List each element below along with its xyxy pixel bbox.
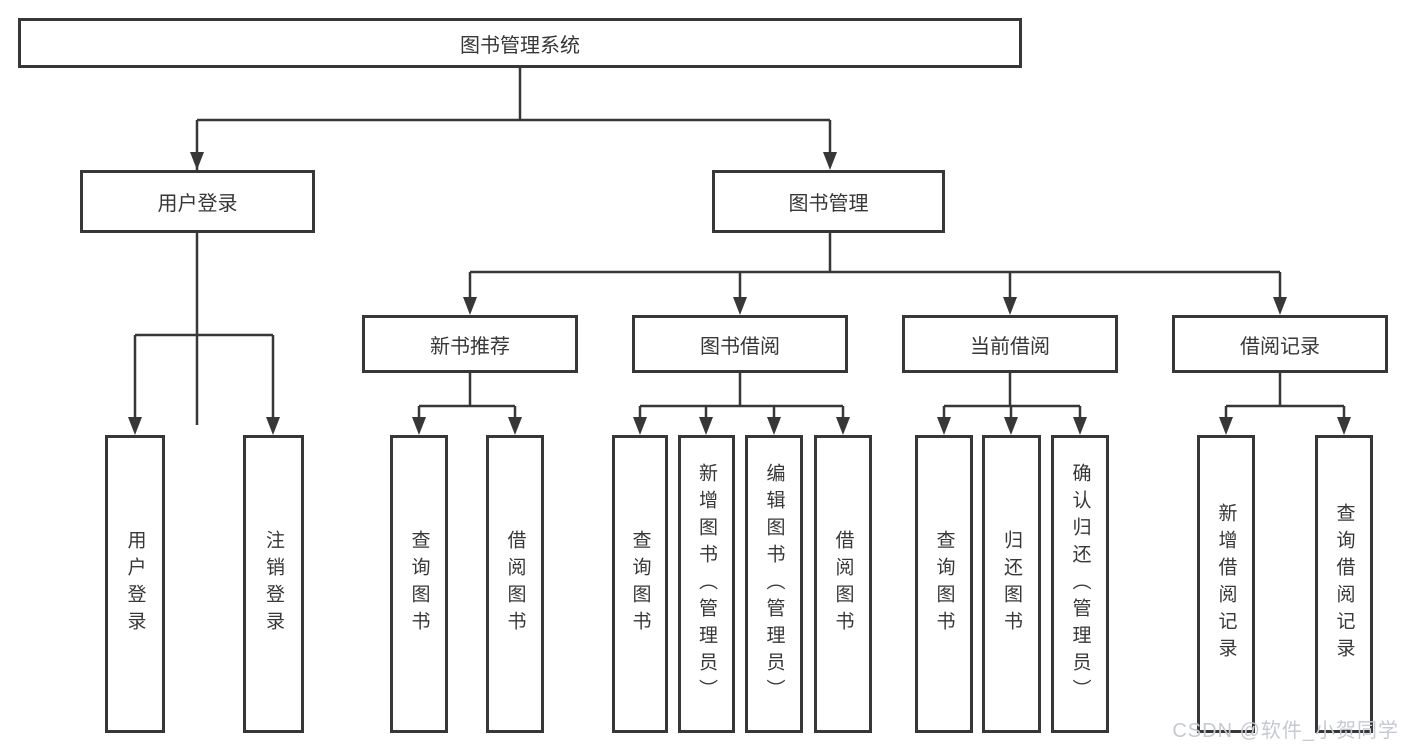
leaf-label: 借阅图书 (832, 530, 854, 638)
leaf-label: 编辑图书（管理员） (763, 462, 785, 706)
leaf-label: 确认归还（管理员） (1069, 462, 1091, 706)
leaf-label: 查询图书 (408, 530, 430, 638)
leaf-query-books-recommend: 查询图书 (390, 435, 448, 733)
node-book-borrowing: 图书借阅 (632, 315, 848, 373)
leaf-query-books-current: 查询图书 (915, 435, 973, 733)
leaf-add-borrow-record: 新增借阅记录 (1197, 435, 1255, 733)
arrowheads (128, 152, 1351, 435)
leaf-confirm-return-admin: 确认归还（管理员） (1051, 435, 1109, 733)
leaf-return-books: 归还图书 (982, 435, 1041, 733)
leaf-label: 查询借阅记录 (1333, 503, 1355, 665)
node-borrowing-records: 借阅记录 (1172, 315, 1388, 373)
node-user-login: 用户登录 (80, 170, 315, 233)
leaf-borrow-books: 借阅图书 (814, 435, 872, 733)
leaf-label: 查询图书 (629, 530, 651, 638)
leaf-label: 新增图书（管理员） (696, 462, 717, 706)
node-new-book-recommendation: 新书推荐 (362, 315, 578, 373)
leaf-label: 归还图书 (1001, 530, 1022, 638)
leaf-label: 注销登录 (263, 530, 284, 638)
node-current-borrowing: 当前借阅 (902, 315, 1118, 373)
leaf-label: 借阅图书 (504, 530, 526, 638)
node-library-management-system: 图书管理系统 (18, 18, 1022, 68)
leaf-borrow-books-recommend: 借阅图书 (486, 435, 544, 733)
leaf-query-books-borrow: 查询图书 (612, 435, 668, 733)
leaf-label: 查询图书 (933, 530, 955, 638)
leaf-label: 用户登录 (124, 530, 146, 638)
node-book-management: 图书管理 (712, 170, 945, 233)
leaf-add-books-admin: 新增图书（管理员） (678, 435, 735, 733)
tree-edges (133, 68, 1346, 428)
leaf-query-borrow-record: 查询借阅记录 (1315, 435, 1373, 733)
leaf-label: 新增借阅记录 (1215, 503, 1237, 665)
leaf-edit-books-admin: 编辑图书（管理员） (745, 435, 803, 733)
leaf-user-login: 用户登录 (105, 435, 165, 733)
leaf-logout: 注销登录 (243, 435, 304, 733)
